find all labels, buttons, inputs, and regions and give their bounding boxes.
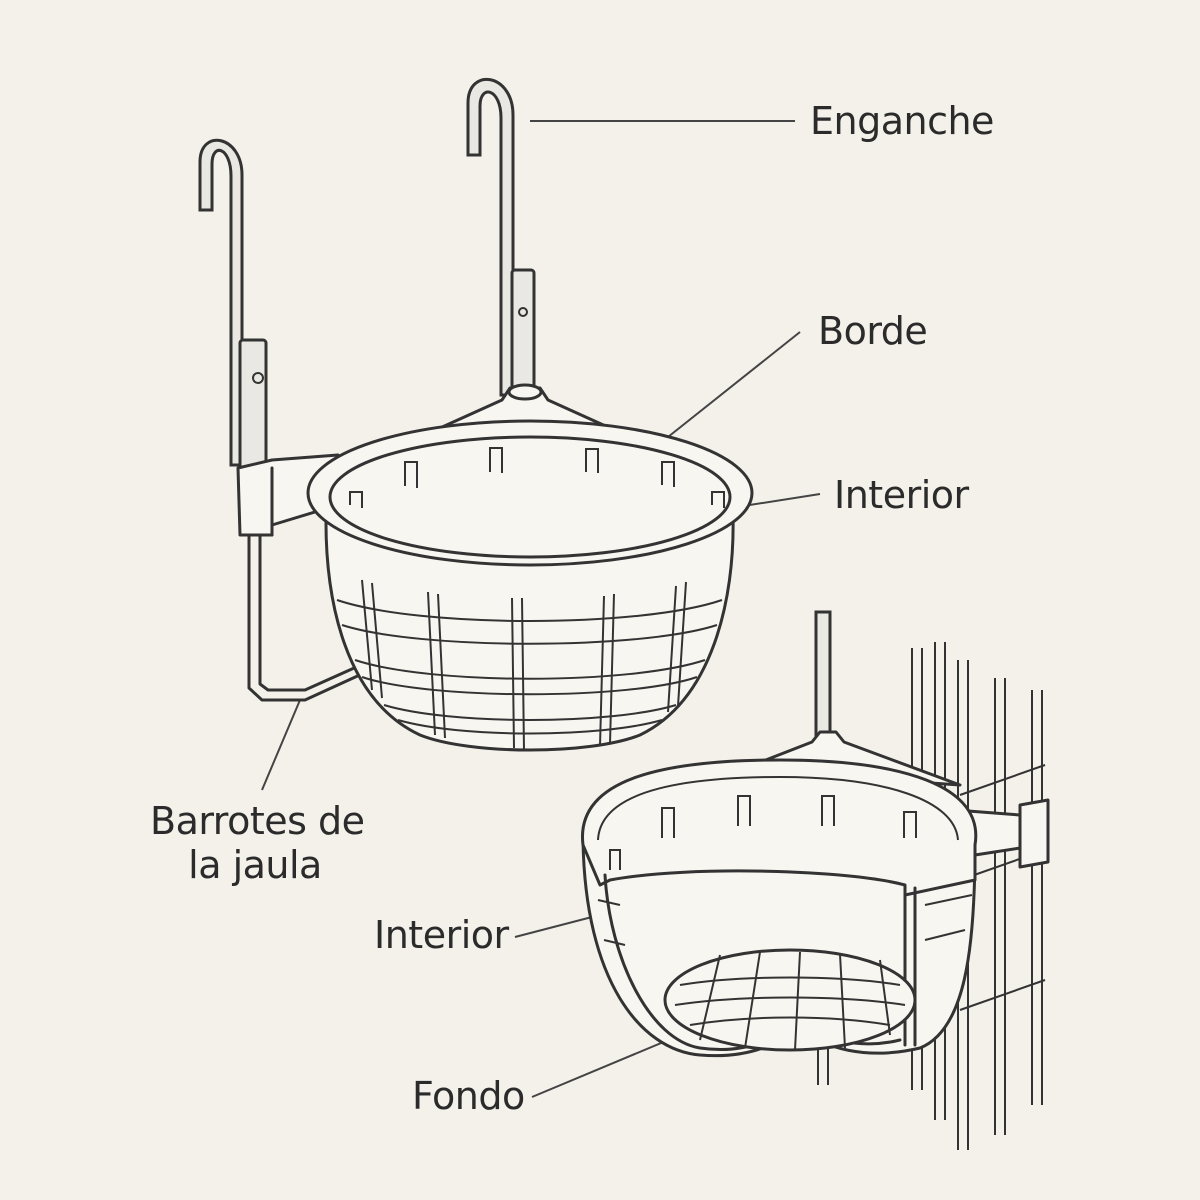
label-interior-top: Interior (834, 473, 969, 517)
left-hook-icon (198, 138, 244, 467)
top-nest-basket (198, 77, 754, 752)
label-barrotes-line1: Barrotes de (150, 799, 365, 843)
leader-borde (667, 331, 801, 438)
label-borde: Borde (818, 309, 928, 353)
bottom-mesh-icon (674, 951, 906, 1051)
label-fondo: Fondo (412, 1074, 525, 1118)
right-hook-icon (466, 77, 515, 397)
label-barrotes-line2: la jaula (188, 842, 322, 887)
label-interior-bottom: Interior (374, 913, 509, 957)
bottom-nest-basket (581, 610, 1050, 1058)
label-enganche: Enganche (810, 99, 994, 143)
leader-barrotes (261, 699, 301, 791)
label-barrotes: Barrotes de la jaula (150, 799, 365, 887)
